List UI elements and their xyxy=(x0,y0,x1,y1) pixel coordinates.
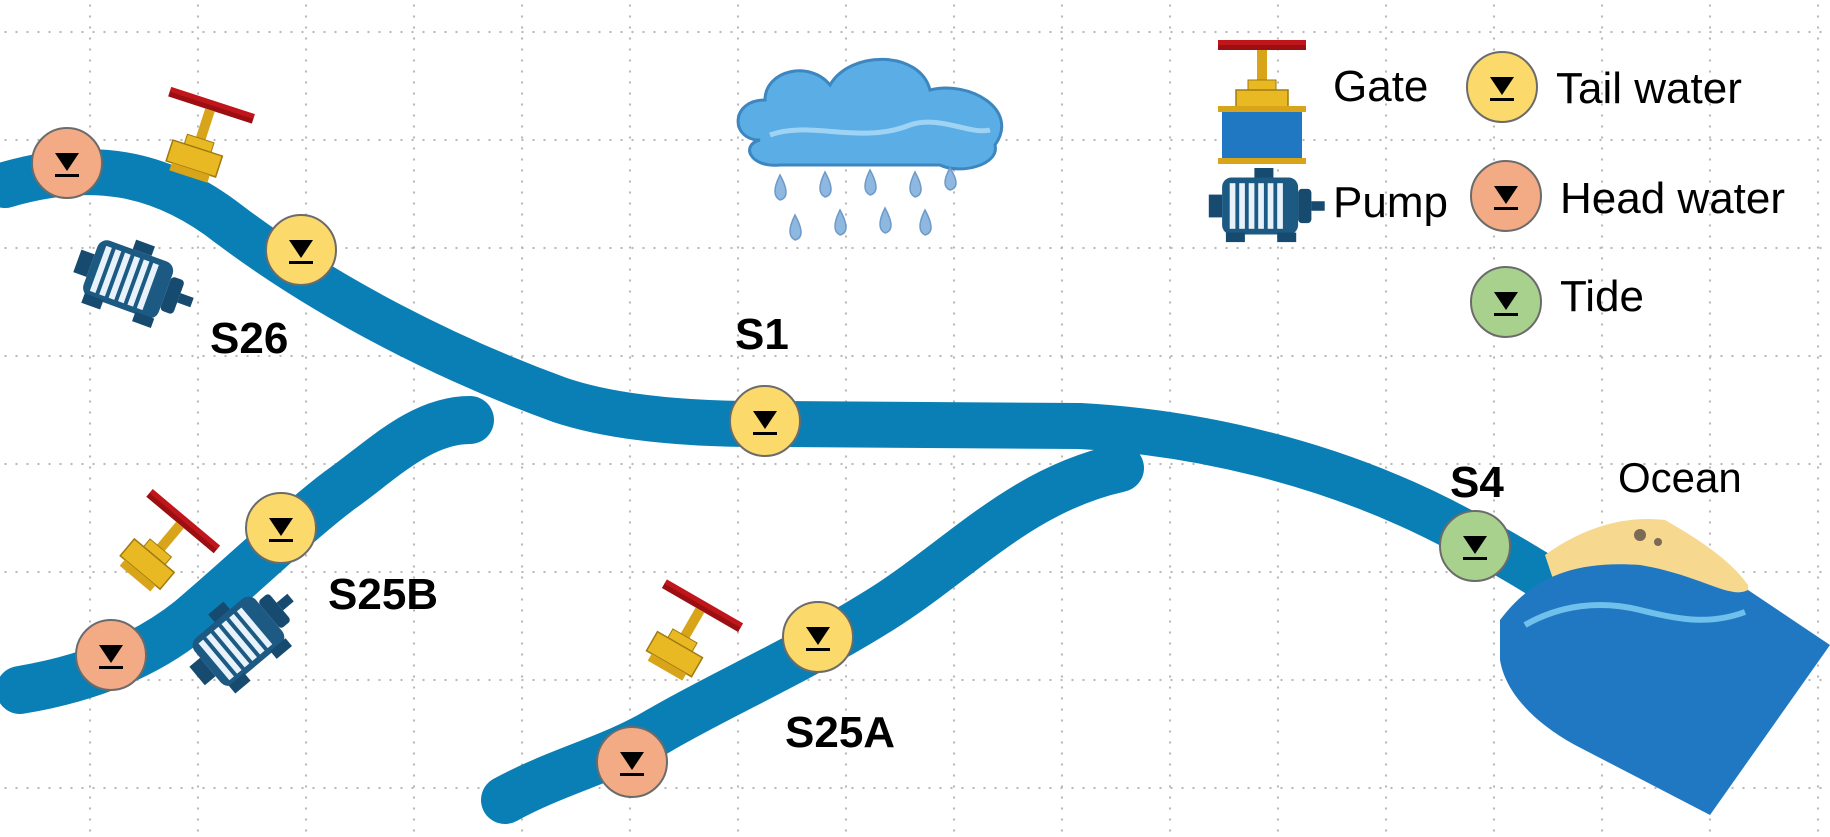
beach-pebble xyxy=(1634,529,1646,541)
site-label-s25a: S25A xyxy=(785,708,896,757)
site-label-s25b: S25B xyxy=(328,570,439,619)
legend-label-tide: Tide xyxy=(1560,272,1644,321)
pump-motor-icon xyxy=(64,223,206,339)
river-branch-s25a xyxy=(481,444,1144,824)
beach-pebble xyxy=(1654,538,1662,546)
head-water-marker-s26 xyxy=(31,127,103,199)
site-label-s1: S1 xyxy=(735,310,789,359)
legend-label-gate: Gate xyxy=(1333,62,1429,111)
legend-label-head-water: Head water xyxy=(1560,174,1786,223)
legend-tail-water-icon xyxy=(1466,51,1538,123)
legend-label-tail-water: Tail water xyxy=(1556,64,1742,113)
tail-water-marker-s1 xyxy=(729,385,801,457)
tail-water-marker-s26 xyxy=(265,214,337,286)
head-water-marker-s25a xyxy=(596,726,668,798)
ocean xyxy=(1500,519,1830,815)
head-water-marker-s25b xyxy=(75,619,147,691)
site-label-s4: S4 xyxy=(1450,458,1504,507)
tail-water-marker-s25b xyxy=(245,492,317,564)
legend-gate-icon xyxy=(1217,39,1307,164)
legend-head-water-icon xyxy=(1470,160,1542,232)
legend-pump-icon xyxy=(1208,168,1325,243)
tide-marker-s4 xyxy=(1439,510,1511,582)
site-label-s26: S26 xyxy=(210,314,289,363)
tail-water-marker-s25a xyxy=(782,601,854,673)
ocean-label: Ocean xyxy=(1618,454,1742,501)
river-main-channel xyxy=(0,149,1603,623)
river-network xyxy=(0,149,1603,824)
legend-label-pump: Pump xyxy=(1333,178,1448,227)
rain-cloud-icon xyxy=(736,57,1004,241)
legend-tide-icon xyxy=(1470,266,1542,338)
ocean-water xyxy=(1500,564,1830,815)
ocean-wave-foam xyxy=(1523,602,1747,628)
